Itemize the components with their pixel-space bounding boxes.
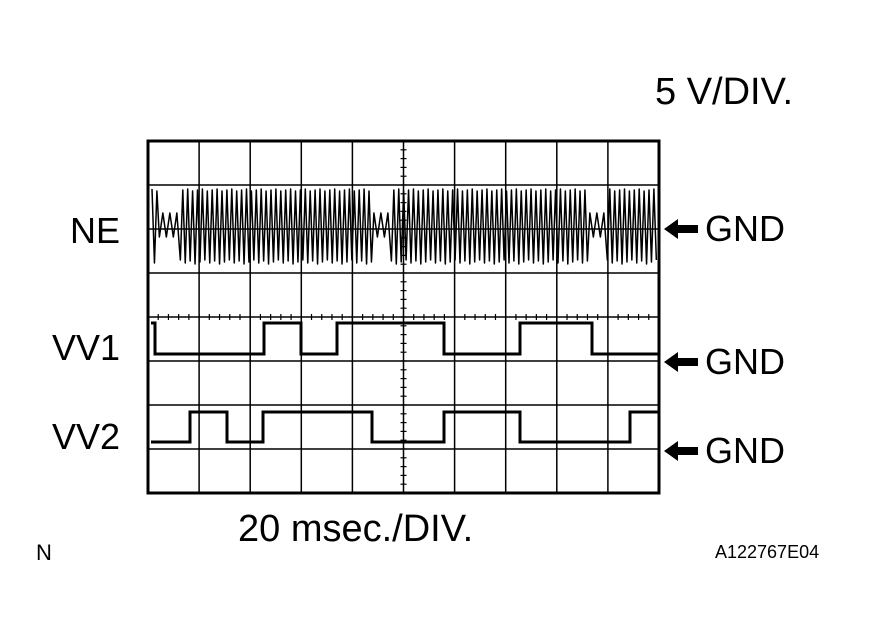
ne-waveform	[151, 188, 658, 265]
corner-letter: N	[36, 540, 52, 565]
arrow-left-icon	[664, 441, 698, 461]
channel-label-vv2: VV2	[52, 416, 120, 457]
ground-label-vv1: GND	[705, 341, 785, 382]
ground-marker-ne: GND	[664, 208, 785, 249]
arrow-left-icon	[664, 352, 698, 372]
ground-marker-vv2: GND	[664, 430, 785, 471]
oscilloscope-screen	[146, 139, 661, 495]
ground-label-vv2: GND	[705, 430, 785, 471]
ground-label-ne: GND	[705, 208, 785, 249]
volts-per-div-label: 5 V/DIV.	[655, 71, 793, 113]
ground-marker-vv1: GND	[664, 341, 785, 382]
time-per-div-label: 20 msec./DIV.	[238, 508, 473, 550]
vv1-waveform	[151, 321, 659, 356]
figure-code: A122767E04	[715, 542, 819, 562]
arrow-left-icon	[664, 219, 698, 239]
channel-label-ne: NE	[70, 210, 120, 251]
vv2-waveform	[151, 410, 659, 444]
channel-label-vv1: VV1	[52, 327, 120, 368]
